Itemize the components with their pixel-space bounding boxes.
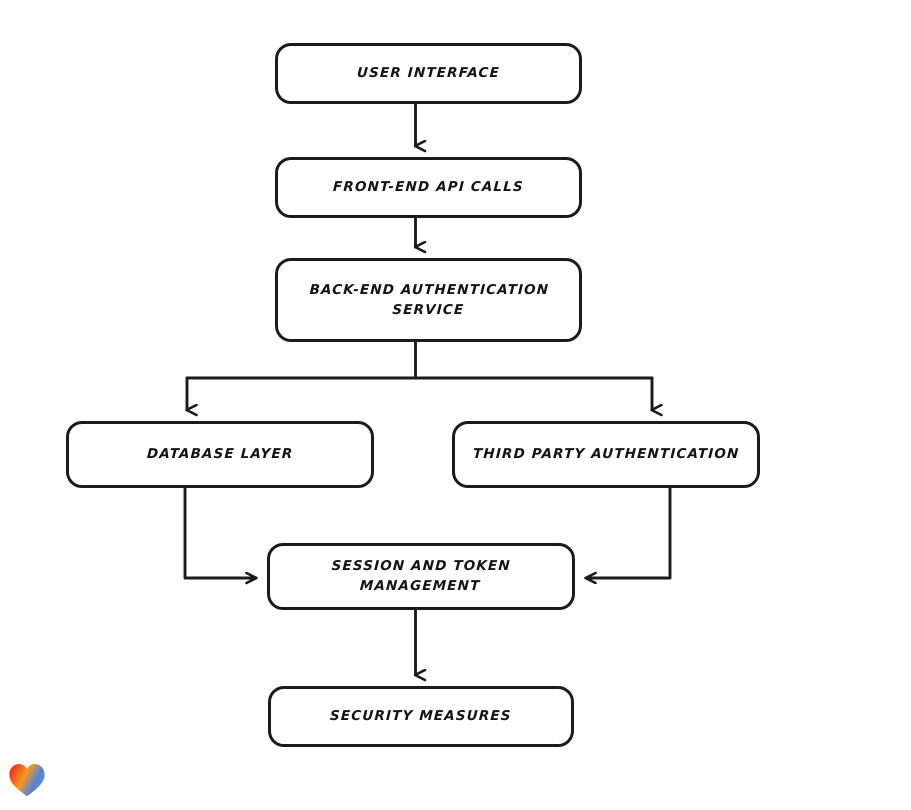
node-label: Third Party Authentication <box>472 446 740 463</box>
node-back-end-authentication-service[interactable]: Back-End Authentication Service <box>275 258 582 342</box>
node-front-end-api-calls[interactable]: Front-End API Calls <box>275 157 582 218</box>
node-session-and-token-management[interactable]: Session and Token Management <box>267 543 575 610</box>
node-label: Front-End API Calls <box>332 179 525 196</box>
node-label: User Interface <box>356 65 501 82</box>
edge-database-to-session <box>183 486 256 578</box>
node-label: Database Layer <box>146 446 294 463</box>
node-database-layer[interactable]: Database Layer <box>66 421 374 488</box>
node-third-party-authentication[interactable]: Third Party Authentication <box>452 421 760 488</box>
node-label: Back-End Authentication Service <box>308 281 550 318</box>
node-user-interface[interactable]: User Interface <box>275 43 582 104</box>
node-security-measures[interactable]: Security Measures <box>268 686 574 747</box>
node-label: Security Measures <box>329 708 513 725</box>
edge-thirdparty-to-session <box>586 486 672 578</box>
node-label: Session and Token Management <box>331 558 512 595</box>
heart-icon <box>9 764 45 797</box>
